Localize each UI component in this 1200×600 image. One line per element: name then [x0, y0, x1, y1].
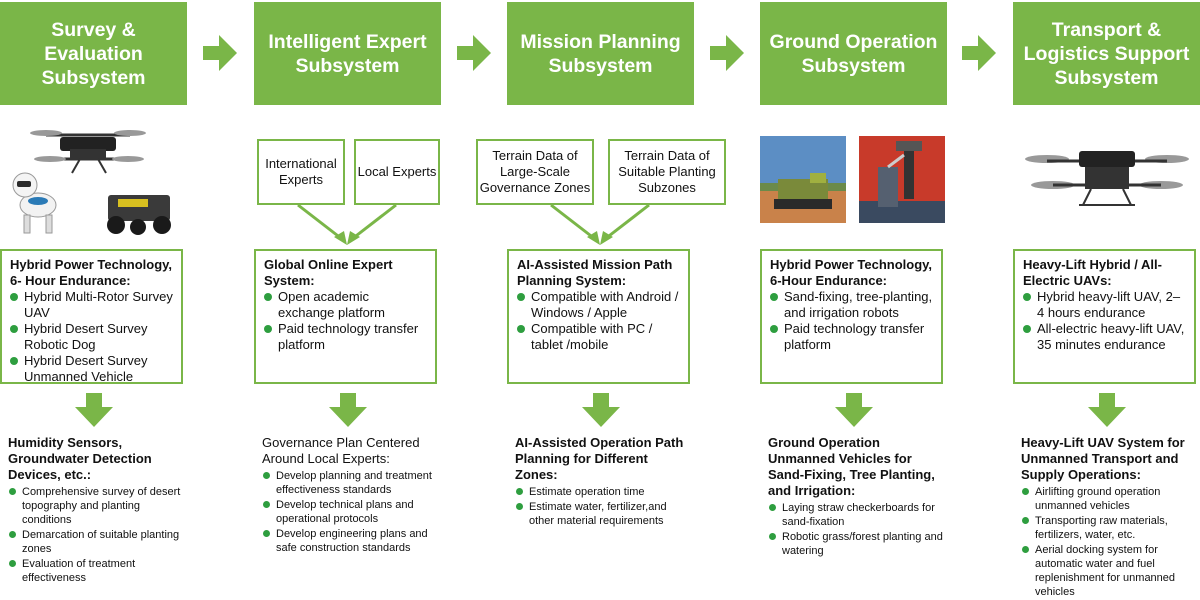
survey-outcome-list: Comprehensive survey of desert topograph…: [8, 485, 186, 585]
list-item: Estimate water, fertilizer,and other mat…: [515, 500, 693, 528]
column-ground: Ground Operation Subsystem Hybrid Power …: [760, 0, 947, 596]
survey-outcome: Humidity Sensors, Groundwater Detection …: [8, 435, 186, 586]
survey-tech-box: Hybrid Power Technology, 6- Hour Enduran…: [0, 249, 183, 384]
list-item: Paid technology transfer platform: [264, 321, 427, 353]
down-arrow-icon: [1088, 393, 1126, 427]
list-item: Develop planning and treatment effective…: [262, 469, 440, 497]
survey-outcome-title: Humidity Sensors, Groundwater Detection …: [8, 435, 152, 482]
list-item: Develop engineering plans and safe const…: [262, 527, 440, 555]
list-item: Evaluation of treatment effectiveness: [8, 557, 186, 585]
down-arrow-icon: [329, 393, 367, 427]
expert-system-title: Global Online Expert System:: [264, 257, 393, 288]
expert-system-list: Open academic exchange platform Paid tec…: [264, 289, 427, 353]
list-item: Airlifting ground operation unmanned veh…: [1021, 485, 1199, 513]
expert-outcome: Governance Plan Centered Around Local Ex…: [262, 435, 440, 556]
list-item: All-electric heavy-lift UAV, 35 minutes …: [1023, 321, 1186, 353]
list-item: Transporting raw materials, fertilizers,…: [1021, 514, 1199, 542]
tree-planting-robot-photo: [859, 136, 945, 223]
right-arrow-icon: [710, 35, 744, 71]
right-arrow-icon: [457, 35, 491, 71]
uav-icon: [30, 130, 146, 174]
header-survey: Survey & Evaluation Subsystem: [0, 2, 187, 105]
down-arrow-icon: [75, 393, 113, 427]
converging-arrows-icon: [297, 203, 397, 245]
expert-system-box: Global Online Expert System: Open academ…: [254, 249, 437, 384]
transport-tech-box: Heavy-Lift Hybrid / All-Electric UAVs: H…: [1013, 249, 1196, 384]
heavy-lift-uav-image: [1013, 115, 1200, 247]
list-item: Open academic exchange platform: [264, 289, 427, 321]
column-expert: Intelligent Expert Subsystem Internation…: [254, 0, 441, 596]
list-item: Robotic grass/forest planting and wateri…: [768, 530, 946, 558]
input-local-experts: Local Experts: [354, 139, 440, 205]
list-item: Laying straw checkerboards for sand-fixa…: [768, 501, 946, 529]
column-survey: Survey & Evaluation Subsystem: [0, 0, 187, 596]
transport-outcome: Heavy-Lift UAV System for Unmanned Trans…: [1021, 435, 1199, 600]
unmanned-vehicle-icon: [107, 195, 171, 235]
header-transport: Transport & Logistics Support Subsystem: [1013, 2, 1200, 105]
list-item: Hybrid Multi-Rotor Survey UAV: [10, 289, 173, 321]
robotic-dog-icon: [12, 172, 57, 234]
list-item: Develop technical plans and operational …: [262, 498, 440, 526]
mission-outcome-title: AI-Assisted Operation Path Planning for …: [515, 435, 684, 482]
transport-tech-title: Heavy-Lift Hybrid / All-Electric UAVs:: [1023, 257, 1162, 288]
ground-tech-list: Sand-fixing, tree-planting, and irrigati…: [770, 289, 933, 353]
ground-outcome-title: Ground Operation Unmanned Vehicles for S…: [768, 435, 935, 498]
ground-tech-box: Hybrid Power Technology, 6-Hour Enduranc…: [760, 249, 943, 384]
input-terrain-subzones: Terrain Data of Suitable Planting Subzon…: [608, 139, 726, 205]
ground-robots-photo: [760, 115, 947, 247]
converging-arrows-icon: [550, 203, 650, 245]
input-terrain-large-scale: Terrain Data of Large-Scale Governance Z…: [476, 139, 594, 205]
list-item: Compatible with PC / tablet /mobile: [517, 321, 680, 353]
list-item: Comprehensive survey of desert topograph…: [8, 485, 186, 527]
sand-fixing-robot-photo: [760, 136, 846, 223]
ground-tech-title: Hybrid Power Technology, 6-Hour Enduranc…: [770, 257, 933, 288]
list-item: Aerial docking system for automatic wate…: [1021, 543, 1199, 599]
list-item: Estimate operation time: [515, 485, 693, 499]
mission-system-list: Compatible with Android / Windows / Appl…: [517, 289, 680, 353]
mission-system-box: AI-Assisted Mission Path Planning System…: [507, 249, 690, 384]
input-international-experts: International Experts: [257, 139, 345, 205]
down-arrow-icon: [582, 393, 620, 427]
survey-equipment-image: [0, 115, 187, 247]
column-transport: Transport & Logistics Support Subsystem …: [1013, 0, 1200, 598]
ground-outcome: Ground Operation Unmanned Vehicles for S…: [768, 435, 946, 559]
ground-outcome-list: Laying straw checkerboards for sand-fixa…: [768, 501, 946, 558]
down-arrow-icon: [835, 393, 873, 427]
header-ground: Ground Operation Subsystem: [760, 2, 947, 105]
list-item: Hybrid Desert Survey Robotic Dog: [10, 321, 173, 353]
heavy-lift-uav-icon: [1025, 151, 1189, 206]
list-item: Hybrid Desert Survey Unmanned Vehicle: [10, 353, 173, 385]
transport-outcome-title: Heavy-Lift UAV System for Unmanned Trans…: [1021, 435, 1185, 482]
expert-outcome-title: Governance Plan Centered Around Local Ex…: [262, 435, 420, 466]
right-arrow-icon: [203, 35, 237, 71]
list-item: Hybrid heavy-lift UAV, 2–4 hours enduran…: [1023, 289, 1186, 321]
mission-system-title: AI-Assisted Mission Path Planning System…: [517, 257, 673, 288]
header-expert: Intelligent Expert Subsystem: [254, 2, 441, 105]
survey-tech-title: Hybrid Power Technology, 6- Hour Enduran…: [10, 257, 173, 288]
mission-outcome: AI-Assisted Operation Path Planning for …: [515, 435, 693, 529]
list-item: Paid technology transfer platform: [770, 321, 933, 353]
right-arrow-icon: [962, 35, 996, 71]
list-item: Compatible with Android / Windows / Appl…: [517, 289, 680, 321]
header-mission: Mission Planning Subsystem: [507, 2, 694, 105]
mission-outcome-list: Estimate operation time Estimate water, …: [515, 485, 693, 528]
survey-tech-list: Hybrid Multi-Rotor Survey UAV Hybrid Des…: [10, 289, 173, 385]
transport-tech-list: Hybrid heavy-lift UAV, 2–4 hours enduran…: [1023, 289, 1186, 353]
list-item: Demarcation of suitable planting zones: [8, 528, 186, 556]
transport-outcome-list: Airlifting ground operation unmanned veh…: [1021, 485, 1199, 599]
expert-outcome-list: Develop planning and treatment effective…: [262, 469, 440, 555]
column-mission: Mission Planning Subsystem Terrain Data …: [476, 0, 726, 596]
list-item: Sand-fixing, tree-planting, and irrigati…: [770, 289, 933, 321]
